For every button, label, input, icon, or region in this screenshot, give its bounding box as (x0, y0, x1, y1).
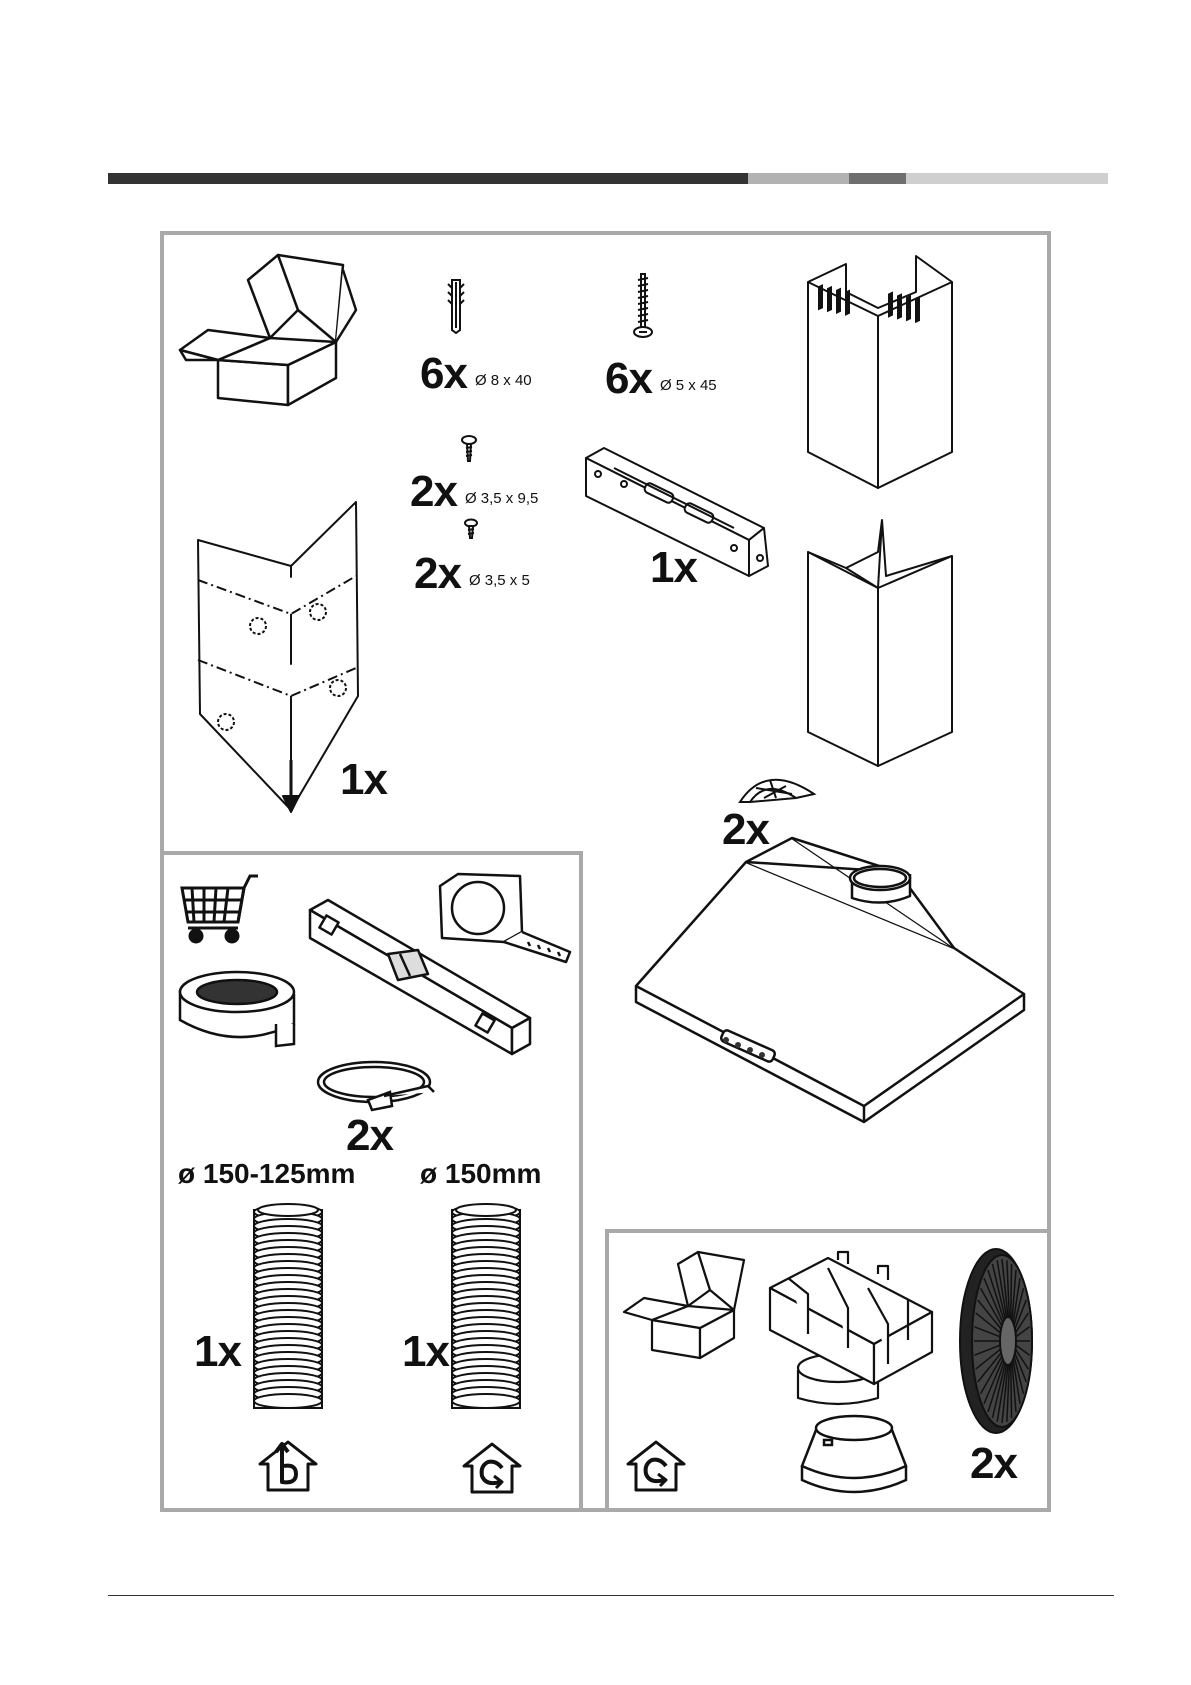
header-bar-mid (849, 173, 906, 184)
duct-right-quantity: 1x (402, 1330, 449, 1374)
header-bar-dark (108, 173, 748, 184)
deflector-icon (768, 1248, 934, 1408)
chimney-upper-icon (806, 252, 954, 492)
chimney-lower-icon (806, 516, 954, 768)
tape-roll-icon (176, 968, 300, 1050)
screw-small-b-dimension: Ø 3,5 x 5 (469, 572, 530, 589)
recirculating-mode-house-icon (460, 1440, 524, 1496)
wall-plug-icon (445, 278, 467, 334)
header-bar (108, 173, 1108, 184)
screw-icon (632, 272, 654, 340)
hose-clamp-icon (314, 1056, 442, 1112)
header-bar-pale (906, 173, 1108, 184)
screw-large-dimension: Ø 5 x 45 (660, 377, 717, 394)
flange-icon (736, 766, 818, 808)
duct-left-diameter: ø 150-125mm (178, 1160, 355, 1188)
tape-measure-icon (438, 872, 572, 972)
shopping-cart-icon (180, 872, 260, 944)
flexible-duct-icon (448, 1202, 524, 1416)
clamp-quantity: 2x (346, 1114, 393, 1158)
hood-icon (634, 830, 1026, 1126)
charcoal-filter-icon (958, 1246, 1034, 1436)
ducted-mode-house-icon (256, 1438, 320, 1494)
box-icon (178, 250, 358, 410)
header-bar-light (748, 173, 849, 184)
wall-plug-dimension: Ø 8 x 40 (475, 372, 532, 389)
template-quantity: 1x (340, 758, 387, 802)
duct-right-diameter: ø 150mm (420, 1160, 541, 1188)
adapter-ring-icon (798, 1410, 910, 1498)
flexible-duct-icon (250, 1202, 326, 1416)
screw-icon (463, 518, 479, 540)
bracket-quantity: 1x (650, 546, 697, 590)
screw-small-a-dimension: Ø 3,5 x 9,5 (465, 490, 538, 507)
footer-rule (108, 1595, 1114, 1596)
recirculating-mode-house-icon (624, 1438, 688, 1494)
duct-left-quantity: 1x (194, 1330, 241, 1374)
charcoal-filter-quantity: 2x (970, 1442, 1017, 1486)
box-icon (622, 1250, 748, 1362)
screw-icon (460, 434, 478, 464)
